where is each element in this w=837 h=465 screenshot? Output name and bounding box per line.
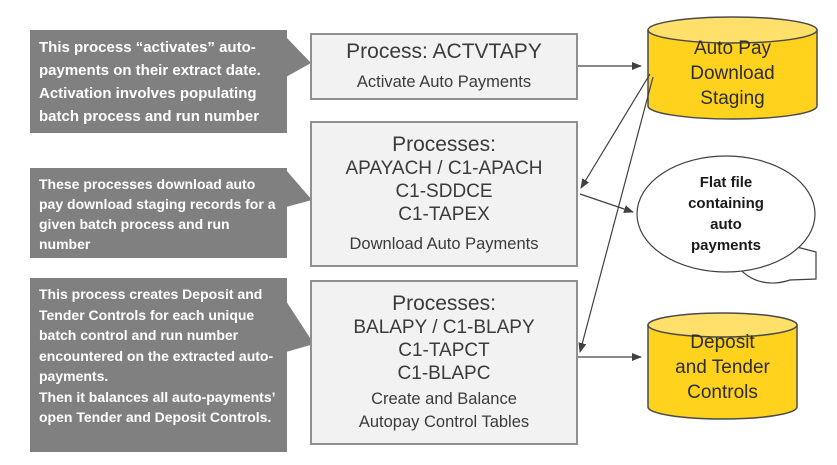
process-box-activate: Process: ACTVTAPY Activate Auto Payments [310,33,578,100]
arrow-download-to-flat-file [579,193,634,213]
process-box-balance-subtitle: Create and Balance Autopay Control Table… [358,390,530,431]
arrow-staging-to-balance-process [578,76,654,353]
process-box-activate-title: Process: ACTVTAPY [346,40,542,63]
process-name: C1-TAPEX [398,204,490,225]
datastore-label-deposit-tender: Deposit and Tender Controls [675,332,770,403]
flat-file-bubble [636,155,816,273]
process-box-download: Processes: APAYACH / C1-APACH C1-SDDCE C… [310,121,578,267]
process-box-download-title: Processes: [392,133,496,156]
callout-pointer-controls [286,301,314,352]
process-name: C1-TAPCT [398,340,490,361]
arrow-staging-to-download-process [580,73,651,189]
cylinder-auto-pay-staging [647,29,818,120]
datastore-label-auto-pay-staging: Auto Pay Download Staging [690,38,775,109]
process-box-balance: Processes: BALAPY / C1-BLAPY C1-TAPCT C1… [310,280,578,445]
cylinder-deposit-tender [647,324,798,420]
callout-controls-note: This process creates Deposit and Tender … [30,278,287,452]
process-name: APAYACH / C1-APACH [345,158,543,179]
callout-download-note: These processes download auto pay downlo… [30,168,287,258]
cylinder-deposit-tender-top [647,312,798,338]
process-box-activate-subtitle: Activate Auto Payments [356,73,532,91]
callout-pointer-activate [286,37,311,77]
process-box-download-subtitle: Download Auto Payments [349,235,539,253]
process-box-balance-title: Processes: [392,292,496,315]
process-name: BALAPY / C1-BLAPY [353,317,535,338]
cylinder-auto-pay-staging-top [647,16,818,44]
callout-activate-note: This process “activates” auto-payments o… [30,30,287,133]
process-name: C1-BLAPC [397,363,491,384]
process-name: C1-SDDCE [395,181,493,202]
callout-pointer-download [286,170,312,207]
flat-file-label: Flat file containing auto payments [688,174,764,254]
